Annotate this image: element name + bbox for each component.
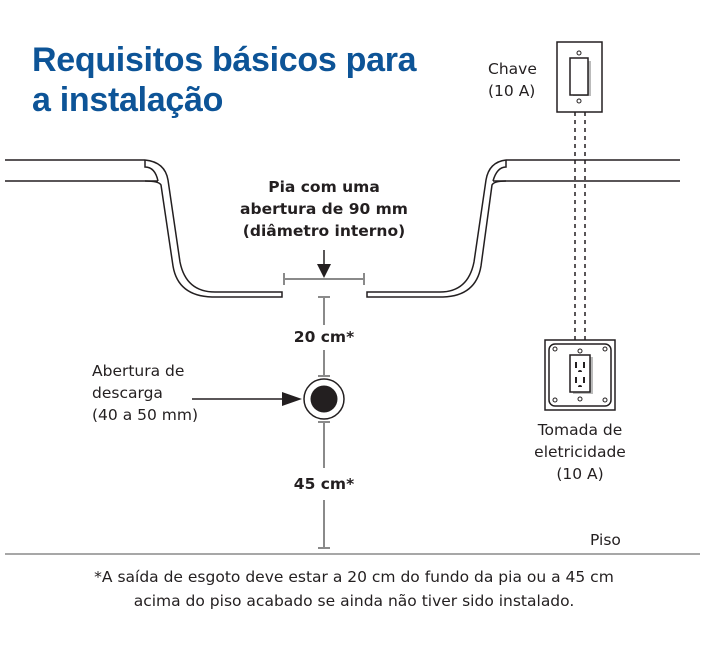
floor-label: Piso xyxy=(590,531,621,549)
drain-hole-icon xyxy=(303,378,345,420)
right-counter xyxy=(366,159,680,298)
left-counter xyxy=(5,159,283,298)
switch-label: Chave (10 A) xyxy=(488,58,537,102)
title-line-1: Requisitos básicos para xyxy=(32,41,417,79)
page-title: Requisitos básicos para a instalação xyxy=(32,40,417,120)
electrical-outlet-icon xyxy=(544,339,616,411)
switch-label-line-1: Chave xyxy=(488,60,537,78)
outlet-label: Tomada de eletricidade (10 A) xyxy=(510,419,650,485)
footnote: *A saída de esgoto deve estar a 20 cm do… xyxy=(0,565,708,613)
sink-opening-line-3: (diâmetro interno) xyxy=(242,222,406,240)
footnote-line-2: acima do piso acabado se ainda não tiver… xyxy=(133,592,575,610)
conduit-lines xyxy=(574,112,586,341)
outlet-label-line-2: eletricidade xyxy=(534,443,626,461)
title-line-2: a instalação xyxy=(32,81,224,119)
dimension-label-20cm: 20 cm* xyxy=(293,328,355,346)
drain-label-line-1: Abertura de xyxy=(92,362,185,380)
sink-opening-line-2: abertura de 90 mm xyxy=(240,200,408,218)
drain-opening-label: Abertura de descarga (40 a 50 mm) xyxy=(92,360,198,426)
arrow-right-icon xyxy=(192,392,302,406)
sink-opening-label: Pia com uma abertura de 90 mm (diâmetro … xyxy=(224,176,424,242)
footnote-line-1: *A saída de esgoto deve estar a 20 cm do… xyxy=(94,568,614,586)
dimension-line-lower xyxy=(318,421,330,549)
sink-opening-line-1: Pia com uma xyxy=(268,178,380,196)
outlet-label-line-1: Tomada de xyxy=(537,421,623,439)
switch-plate-icon xyxy=(556,41,603,113)
opening-dimension xyxy=(283,273,365,285)
outlet-label-line-3: (10 A) xyxy=(556,465,604,483)
dimension-label-45cm: 45 cm* xyxy=(293,475,355,493)
arrow-down-icon xyxy=(317,250,331,278)
drain-label-line-2: descarga xyxy=(92,384,163,402)
drain-label-line-3: (40 a 50 mm) xyxy=(92,406,199,424)
dimension-line-upper xyxy=(318,296,330,377)
switch-label-line-2: (10 A) xyxy=(488,82,536,100)
